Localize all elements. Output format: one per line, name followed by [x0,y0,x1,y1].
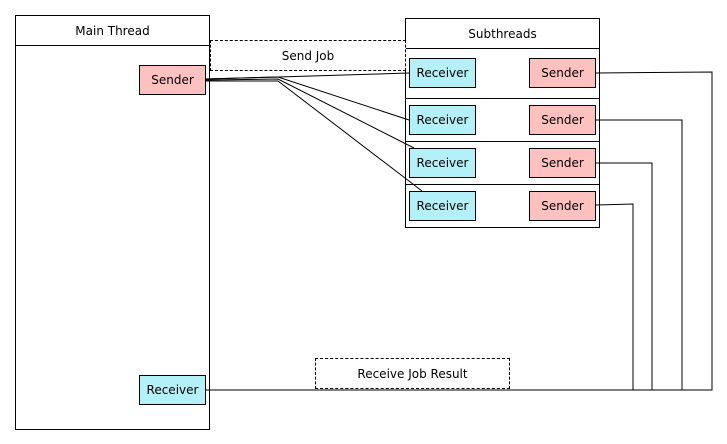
result-wire-1 [205,71,713,391]
main-receiver-node[interactable]: Receiver [139,375,206,405]
subthreads-header [405,18,600,49]
subthread-row-divider [405,98,600,99]
send-job-annotation: Send Job [210,40,406,71]
subthread-row-divider [405,184,600,185]
subthread-receiver-node[interactable]: Receiver [409,191,476,221]
subthread-sender-node[interactable]: Sender [529,58,596,88]
main-thread-header [15,15,210,46]
result-wire-3 [596,162,653,390]
subthread-sender-node[interactable]: Sender [529,148,596,178]
main-thread-title: Main Thread [75,23,150,38]
subthread-receiver-node[interactable]: Receiver [409,148,476,178]
result-wire-2 [596,119,683,390]
send-wire-3 [204,78,415,149]
subthreads-title: Subthreads [468,26,537,41]
result-wire-4 [595,203,634,390]
send-wire-4 [205,80,423,192]
subthread-sender-node[interactable]: Sender [529,191,596,221]
send-wire-2 [204,76,410,121]
subthread-sender-node[interactable]: Sender [529,105,596,135]
subthread-row-divider [405,141,600,142]
subthread-receiver-node[interactable]: Receiver [409,58,476,88]
subthread-receiver-node[interactable]: Receiver [409,105,476,135]
main-sender-node[interactable]: Sender [139,65,206,95]
receive-job-result-annotation: Receive Job Result [315,358,510,389]
